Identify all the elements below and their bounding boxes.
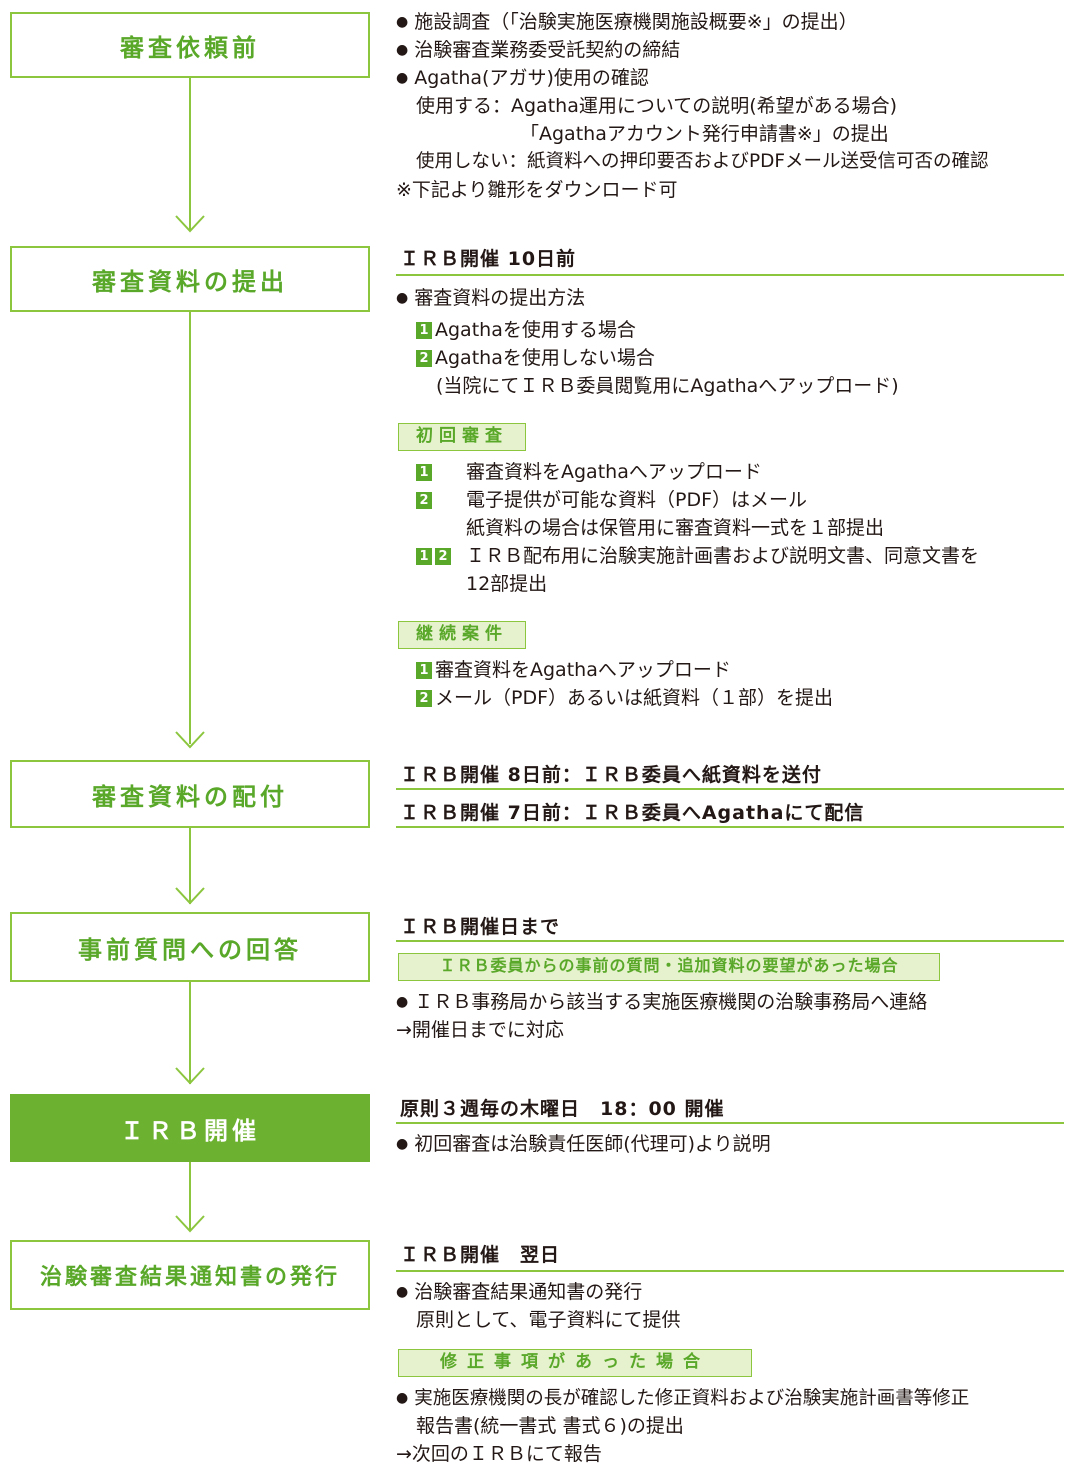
- s2-initial-text: 12部提出: [466, 573, 548, 595]
- s2-initial-text: 審査資料をAgathaへアップロード: [466, 461, 762, 483]
- bullet-icon: ●: [396, 290, 409, 306]
- s6-line: 原則として、電子資料にて提供: [416, 1309, 681, 1331]
- stage-box-irb-meeting: ＩＲＢ開催: [10, 1094, 370, 1162]
- bullet-icon: ●: [396, 1284, 409, 1300]
- bullet-icon: ●: [396, 70, 409, 86]
- number-badge: 2: [435, 548, 451, 565]
- s5-bullet-text: 初回審査は治験責任医師(代理可)より説明: [414, 1133, 771, 1155]
- s2-initial-item: 2: [416, 486, 435, 514]
- number-badge: 1: [416, 548, 432, 565]
- s4-header: ＩＲＢ開催日まで: [400, 916, 561, 938]
- stage-box-distribution: 審査資料の配付: [10, 760, 370, 828]
- divider: [396, 274, 1064, 276]
- chevron-down-icon: [175, 731, 205, 749]
- s2-cont-text: 審査資料をAgathaへアップロード: [435, 659, 731, 681]
- s1-note: ※下記より雛形をダウンロード可: [396, 179, 678, 201]
- divider: [396, 826, 1064, 828]
- bullet-icon: ●: [396, 994, 409, 1010]
- stage-box-submission: 審査資料の提出: [10, 246, 370, 312]
- chevron-down-icon: [175, 215, 205, 233]
- bullet-icon: ●: [396, 14, 409, 30]
- connector-line: [189, 982, 191, 1084]
- stage-box-result-notice: 治験審査結果通知書の発行: [10, 1240, 370, 1310]
- s1-item: ● Agatha(アガサ)使用の確認: [396, 64, 649, 92]
- number-badge: 1: [416, 662, 432, 679]
- s1-item-text: Agatha(アガサ)使用の確認: [414, 67, 649, 89]
- divider: [396, 788, 1064, 790]
- s6-arrow-line: →次回のＩＲＢにて報告: [396, 1443, 602, 1465]
- s1-item-text: 治験審査業務委受託契約の締結: [414, 39, 681, 61]
- divider: [396, 940, 1064, 942]
- s2-option-text: Agathaを使用する場合: [435, 319, 636, 341]
- s4-bullet: ● ＩＲＢ事務局から該当する実施医療機関の治験事務局へ連絡: [396, 988, 927, 1016]
- s3-line: ＩＲＢ開催 7日前：ＩＲＢ委員へAgathaにて配信: [400, 802, 865, 824]
- s2-option-note: (当院にてＩＲＢ委員閲覧用にAgathaへアップロード): [436, 375, 899, 397]
- number-badge: 1: [416, 322, 432, 339]
- number-badge: 1: [416, 464, 432, 481]
- s2-header: ＩＲＢ開催 10日前: [400, 248, 577, 270]
- s6-bullet: ● 実施医療機関の長が確認した修正資料および治験実施計画書等修正: [396, 1384, 969, 1413]
- tag-continuing: 継続案件: [398, 621, 526, 649]
- connector-line: [189, 78, 191, 230]
- tag-prequestion: ＩＲＢ委員からの事前の質問・追加資料の要望があった場合: [398, 953, 940, 981]
- number-badge: 2: [416, 350, 432, 367]
- bullet-icon: ●: [396, 1390, 409, 1406]
- s5-bullet: ● 初回審査は治験責任医師(代理可)より説明: [396, 1130, 771, 1158]
- s1-use-line: 「Agathaアカウント発行申請書※」の提出: [520, 123, 889, 145]
- chevron-down-icon: [175, 887, 205, 905]
- s2-initial-item: 1: [416, 458, 435, 486]
- s2-initial-text: ＩＲＢ配布用に治験実施計画書および説明文書、同意文書を: [466, 545, 980, 567]
- s4-bullet-text: ＩＲＢ事務局から該当する実施医療機関の治験事務局へ連絡: [414, 991, 928, 1013]
- s6-bullet-text: 実施医療機関の長が確認した修正資料および治験実施計画書等修正: [414, 1388, 970, 1409]
- divider: [396, 1270, 1064, 1272]
- s1-notuse-line: 使用しない：紙資料への押印要否およびPDFメール送受信可否の確認: [416, 151, 989, 172]
- s2-bullet-text: 審査資料の提出方法: [414, 287, 586, 309]
- stage-box-prequestions: 事前質問への回答: [10, 912, 370, 982]
- stage-box-request: 審査依頼前: [10, 12, 370, 78]
- s2-initial-text: 電子提供が可能な資料（PDF）はメール: [466, 489, 808, 511]
- connector-line: [189, 312, 191, 744]
- number-badge: 2: [416, 492, 432, 509]
- s1-item-text: 施設調査（「治験実施医療機関施設概要※」の提出）: [414, 11, 858, 33]
- s6-bullet: ● 治験審査結果通知書の発行: [396, 1278, 642, 1306]
- connector-line: [189, 828, 191, 904]
- s5-header: 原則３週毎の木曜日 18：00 開催: [400, 1098, 725, 1120]
- s3-line: ＩＲＢ開催 8日前：ＩＲＢ委員へ紙資料を送付: [400, 764, 822, 786]
- tag-initial-review: 初回審査: [398, 423, 526, 451]
- chevron-down-icon: [175, 1067, 205, 1085]
- s4-arrow-line: →開催日までに対応: [396, 1019, 564, 1041]
- s2-initial-text: 紙資料の場合は保管用に審査資料一式を１部提出: [466, 517, 885, 539]
- s2-bullet: ● 審査資料の提出方法: [396, 284, 585, 312]
- s1-use-line: 使用する：Agatha運用についての説明(希望がある場合): [416, 95, 898, 117]
- bullet-icon: ●: [396, 1136, 409, 1152]
- s2-option-text: Agathaを使用しない場合: [435, 347, 655, 369]
- bullet-icon: ●: [396, 42, 409, 58]
- number-badge: 2: [416, 690, 432, 707]
- divider: [396, 1122, 1064, 1124]
- s2-cont-text: メール（PDF）あるいは紙資料（１部）を提出: [435, 687, 834, 709]
- s1-item: ● 治験審査業務委受託契約の締結: [396, 36, 680, 64]
- s6-header: ＩＲＢ開催 翌日: [400, 1244, 561, 1266]
- s6-bullet-text: 治験審査結果通知書の発行: [414, 1281, 643, 1303]
- tag-corrections: 修正事項があった場合: [398, 1349, 752, 1377]
- s6-line: 報告書(統一書式 書式６)の提出: [416, 1415, 684, 1437]
- chevron-down-icon: [175, 1215, 205, 1233]
- s1-item: ● 施設調査（「治験実施医療機関施設概要※」の提出）: [396, 8, 858, 36]
- connector-line: [189, 1162, 191, 1230]
